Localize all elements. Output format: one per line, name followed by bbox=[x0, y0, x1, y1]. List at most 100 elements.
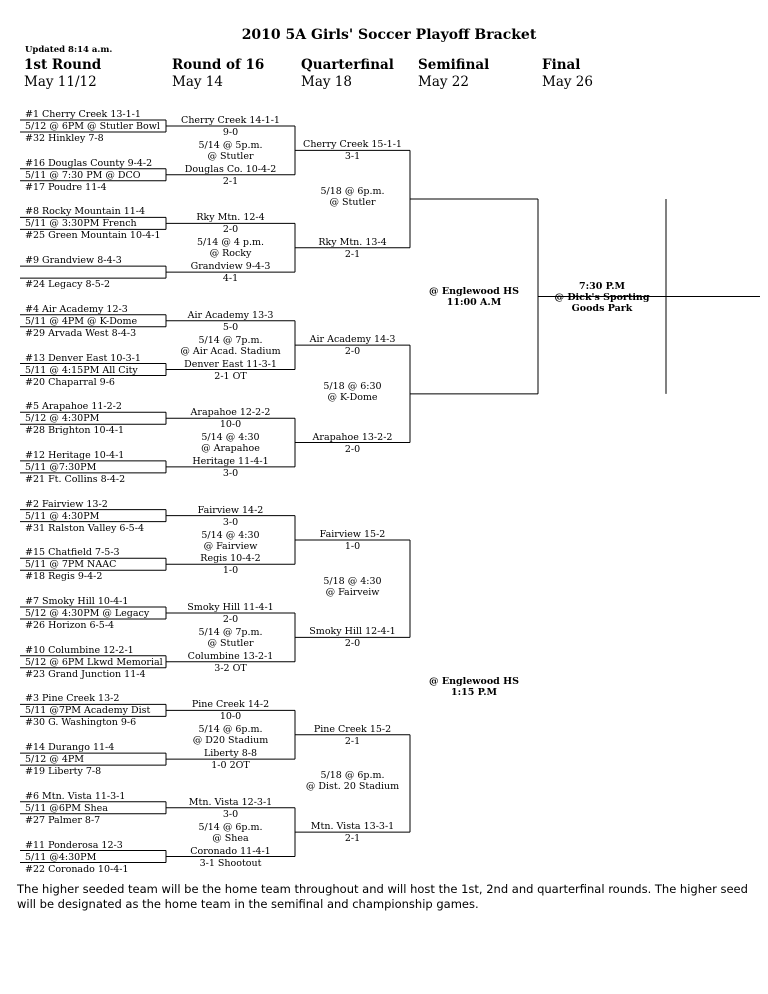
r16-winner: Cherry Creek 14-1-1 bbox=[181, 115, 280, 126]
qf-venue-time: 5/18 @ 6p.m. bbox=[320, 186, 385, 198]
qf-winner: Mtn. Vista 13-3-1 bbox=[310, 821, 395, 833]
r1-team-top: #11 Ponderosa 12-3 bbox=[25, 839, 123, 851]
r1-game-info: 5/12 @ 6PM Lkwd Memorial bbox=[25, 656, 163, 668]
r1-team-top: #14 Durango 11-4 bbox=[25, 742, 115, 754]
r1-game-info: 5/12 @ 4:30PM bbox=[25, 413, 100, 425]
r16-venue-time: 5/14 @ 6p.m. bbox=[198, 724, 263, 736]
r1-team-bottom: #32 Hinkley 7-8 bbox=[25, 133, 104, 144]
sf-venue-place: @ Englewood HS bbox=[429, 676, 519, 688]
r1-game-info: 5/11 @ 4:15PM All City bbox=[25, 364, 138, 376]
r1-game-info: 5/11 @7:30PM bbox=[25, 461, 97, 473]
r1-team-top: #12 Heritage 10-4-1 bbox=[25, 449, 125, 461]
r16-score: 1-0 bbox=[222, 565, 239, 577]
r1-game-info: 5/12 @ 4PM bbox=[25, 754, 85, 766]
r1-team-bottom: #27 Palmer 8-7 bbox=[25, 814, 101, 826]
r16-score: 4-1 bbox=[222, 273, 239, 285]
r16-winner: Smoky Hill 11-4-1 bbox=[187, 602, 274, 613]
r1-team-bottom: #30 G. Washington 9-6 bbox=[25, 717, 137, 729]
qf-venue-time: 5/18 @ 4:30 bbox=[323, 575, 382, 587]
r16-venue-place: @ Shea bbox=[212, 832, 249, 844]
r1-team-top: #10 Columbine 12-2-1 bbox=[25, 644, 134, 656]
r1-team-bottom: #25 Green Mountain 10-4-1 bbox=[25, 230, 161, 242]
r16-winner: Coronado 11-4-1 bbox=[190, 845, 271, 857]
r16-score: 9-0 bbox=[222, 127, 239, 138]
r16-score: 3-0 bbox=[222, 516, 239, 528]
r1-team-bottom: #18 Regis 9-4-2 bbox=[25, 571, 103, 583]
r1-team-bottom: #23 Grand Junction 11-4 bbox=[25, 668, 146, 680]
r16-venue-place: @ Air Acad. Stadium bbox=[180, 345, 281, 357]
r1-game-info: 5/12 @ 6PM @ Stutler Bowl bbox=[25, 121, 160, 132]
r1-game-info: 5/11 @ 7:30 PM @ DCO bbox=[25, 169, 141, 181]
qf-score: 2-1 bbox=[344, 248, 361, 260]
qf-score: 1-0 bbox=[344, 540, 361, 552]
r16-score: 3-0 bbox=[222, 808, 239, 820]
r16-venue-time: 5/14 @ 5p.m. bbox=[198, 140, 263, 151]
qf-winner: Cherry Creek 15-1-1 bbox=[303, 139, 402, 151]
r1-team-bottom: #29 Arvada West 8-4-3 bbox=[25, 327, 137, 339]
qf-winner: Arapahoe 13-2-2 bbox=[312, 431, 393, 443]
round-header-qf: Quarterfinal bbox=[301, 57, 394, 73]
r1-team-top: #16 Douglas County 9-4-2 bbox=[25, 157, 153, 169]
r16-winner: Air Academy 13-3 bbox=[187, 309, 274, 321]
r16-venue-time: 5/14 @ 7p.m. bbox=[198, 627, 263, 638]
qf-venue-place: @ Fairveiw bbox=[325, 586, 380, 598]
r16-venue-place: @ D20 Stadium bbox=[192, 735, 269, 747]
qf-winner: Rky Mtn. 13-4 bbox=[318, 236, 387, 248]
r1-game-info: 5/11 @7PM Academy Dist bbox=[25, 705, 151, 717]
r16-winner: Heritage 11-4-1 bbox=[192, 455, 269, 467]
round-date-1st: May 11/12 bbox=[24, 74, 97, 90]
r1-team-top: #8 Rocky Mountain 11-4 bbox=[25, 206, 146, 218]
r1-game-info: 5/11 @4:30PM bbox=[25, 851, 97, 863]
r16-venue-time: 5/14 @ 4:30 bbox=[201, 529, 260, 541]
qf-winner: Pine Creek 15-2 bbox=[313, 723, 392, 735]
qf-score: 2-0 bbox=[344, 638, 361, 650]
r16-score: 2-0 bbox=[222, 614, 239, 625]
r16-venue-time: 5/14 @ 4:30 bbox=[201, 432, 260, 444]
qf-winner: Smoky Hill 12-4-1 bbox=[309, 626, 396, 638]
r1-game-info: 5/11 @ 7PM NAAC bbox=[25, 559, 117, 571]
round-date-sf: May 22 bbox=[418, 74, 469, 90]
r1-team-bottom: #26 Horizon 6-5-4 bbox=[25, 620, 115, 631]
r16-venue-place: @ Rocky bbox=[209, 248, 252, 260]
r1-team-bottom: #24 Legacy 8-5-2 bbox=[25, 279, 111, 291]
qf-venue-time: 5/18 @ 6:30 bbox=[323, 380, 382, 392]
round-header-r16: Round of 16 bbox=[172, 57, 265, 73]
qf-venue-place: @ Dist. 20 Stadium bbox=[305, 781, 400, 793]
final-venue-place: @ Dick's Sporting bbox=[554, 292, 650, 304]
r1-team-top: #9 Grandview 8-4-3 bbox=[25, 255, 122, 267]
qf-winner: Fairview 15-2 bbox=[319, 528, 386, 540]
r1-game-info: 5/11 @ 3:30PM French bbox=[25, 218, 137, 230]
qf-score: 2-0 bbox=[344, 346, 361, 358]
r16-score: 2-0 bbox=[222, 224, 239, 236]
qf-score: 2-0 bbox=[344, 443, 361, 455]
r1-team-top: #15 Chatfield 7-5-3 bbox=[25, 547, 120, 559]
r16-winner: Columbine 13-2-1 bbox=[187, 650, 274, 662]
r1-team-bottom: #22 Coronado 10-4-1 bbox=[25, 863, 129, 875]
round-header-final: Final bbox=[542, 57, 581, 73]
r16-score: 5-0 bbox=[222, 321, 239, 333]
qf-winner: Air Academy 14-3 bbox=[309, 334, 396, 346]
r1-team-top: #7 Smoky Hill 10-4-1 bbox=[25, 596, 129, 607]
round-date-qf: May 18 bbox=[301, 74, 352, 90]
r16-venue-place: @ Stutler bbox=[207, 151, 254, 162]
r1-team-bottom: #31 Ralston Valley 6-5-4 bbox=[25, 522, 144, 534]
r16-score: 3-1 Shootout bbox=[199, 857, 262, 869]
r16-winner: Liberty 8-8 bbox=[203, 748, 258, 760]
r1-team-top: #6 Mtn. Vista 11-3-1 bbox=[25, 790, 126, 802]
updated-time: Updated 8:14 a.m. bbox=[25, 45, 113, 55]
r1-game-info: 5/11 @ 4:30PM bbox=[25, 510, 100, 522]
r1-team-top: #4 Air Academy 12-3 bbox=[25, 303, 128, 315]
qf-score: 3-1 bbox=[344, 151, 361, 163]
r16-winner: Rky Mtn. 12-4 bbox=[196, 212, 265, 224]
r16-venue-place: @ Fairview bbox=[203, 540, 258, 552]
r16-score: 3-2 OT bbox=[214, 662, 247, 674]
r16-winner: Regis 10-4-2 bbox=[200, 553, 261, 565]
qf-score: 2-1 bbox=[344, 735, 361, 747]
r16-score: 2-1 OT bbox=[214, 370, 247, 382]
qf-venue-place: @ Stutler bbox=[329, 197, 376, 209]
r1-team-bottom: #20 Chaparral 9-6 bbox=[25, 376, 115, 388]
r16-winner: Mtn. Vista 12-3-1 bbox=[188, 796, 273, 808]
r16-winner: Grandview 9-4-3 bbox=[190, 261, 271, 273]
r1-team-top: #13 Denver East 10-3-1 bbox=[25, 352, 141, 364]
